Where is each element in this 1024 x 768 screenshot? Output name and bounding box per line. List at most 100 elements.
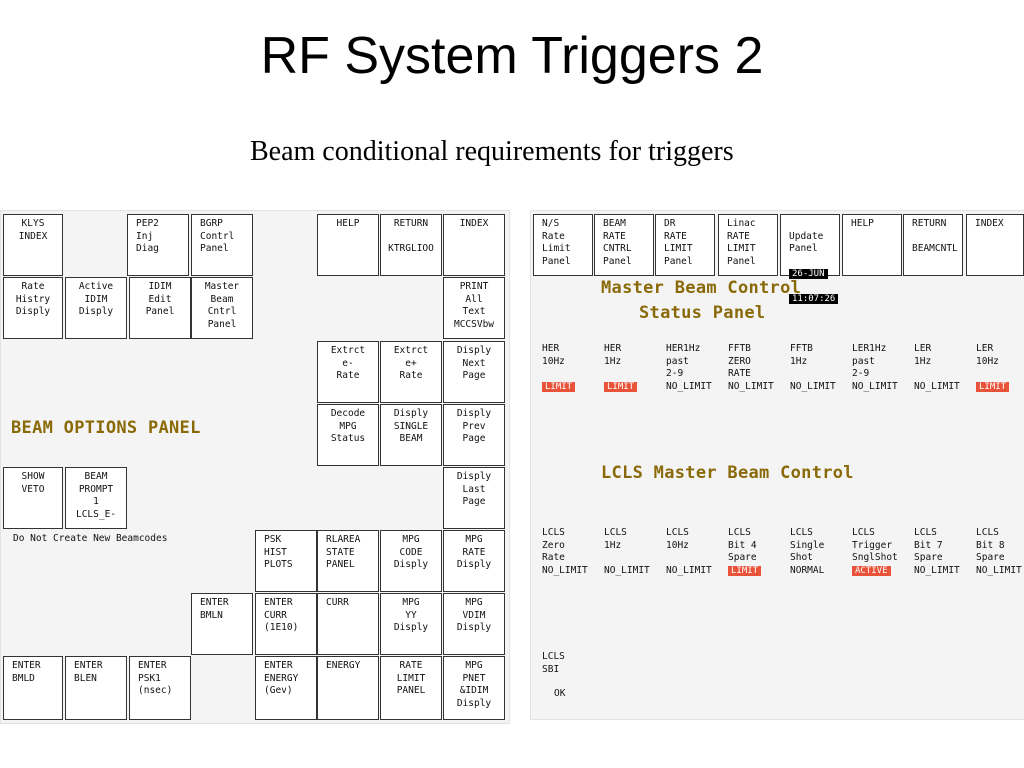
help-button[interactable]: HELP — [317, 214, 379, 276]
rate-limit-panel-button[interactable]: RATE LIMIT PANEL — [380, 656, 442, 720]
display-prev-page-button[interactable]: Disply Prev Page — [443, 404, 505, 466]
master-status-label: FFTB 1Hz — [790, 343, 813, 367]
psk-hist-plots-button[interactable]: PSK HIST PLOTS — [255, 530, 317, 592]
master-beam-control-heading: Master Beam Control — [601, 278, 802, 298]
decode-mpg-status-button[interactable]: Decode MPG Status — [317, 404, 379, 466]
mpg-yy-display-button[interactable]: MPG YY Disply — [380, 593, 442, 655]
dr-rate-limit-button[interactable]: DR RATE LIMIT Panel — [655, 214, 715, 276]
enter-curr-button[interactable]: ENTER CURR (1E10) — [255, 593, 317, 655]
status-badge: ACTIVE — [852, 566, 891, 576]
lcls-status-label: LCLS Zero Rate — [542, 527, 565, 563]
status-badge: LIMIT — [542, 382, 576, 392]
lcls-status-value: NO_LIMIT — [666, 565, 712, 576]
master-status-label: HER 1Hz — [604, 343, 622, 367]
enter-blen-button[interactable]: ENTER BLEN — [65, 656, 127, 720]
master-status-label: LER 1Hz — [914, 343, 932, 367]
lcls-status-value: ACTIVE — [852, 565, 914, 578]
lcls-status-label: LCLS Trigger SnglShot — [852, 527, 898, 563]
lcls-status-label: LCLS Bit 4 Spare — [728, 527, 757, 563]
lcls-master-beam-control-heading: LCLS Master Beam Control — [601, 463, 854, 483]
rlarea-state-panel-button[interactable]: RLAREA STATE PANEL — [317, 530, 379, 592]
no-create-beamcodes-text: Do Not Create New Beamcodes — [13, 533, 168, 544]
lcls-sbi-status: OK — [554, 688, 566, 699]
enter-energy-button[interactable]: ENTER ENERGY (Gev) — [255, 656, 317, 720]
bgrp-contrl-panel-button[interactable]: BGRP Contrl Panel — [191, 214, 253, 276]
show-veto-button[interactable]: SHOW VETO — [3, 467, 63, 529]
master-status-value: LIMIT — [542, 381, 604, 394]
lcls-sbi-label: LCLS SBI — [542, 651, 565, 675]
beam-options-panel: KLYS INDEX PEP2 Inj Diag BGRP Contrl Pan… — [0, 210, 510, 724]
lcls-status-value: NO_LIMIT — [542, 565, 588, 576]
master-beam-control-panel: N/S Rate Limit Panel BEAM RATE CNTRL Pan… — [530, 210, 1024, 720]
slide-title: RF System Triggers 2 — [260, 27, 764, 85]
pep2-inj-diag-button[interactable]: PEP2 Inj Diag — [127, 214, 189, 276]
lcls-status-value: NO_LIMIT — [914, 565, 960, 576]
active-idim-display-button[interactable]: Active IDIM Disply — [65, 277, 127, 339]
master-status-value: NO_LIMIT — [728, 381, 774, 392]
lcls-status-value: NO_LIMIT — [604, 565, 650, 576]
mpg-vdim-display-button[interactable]: MPG VDIM Disply — [443, 593, 505, 655]
update-panel-button[interactable]: Update Panel 26-JUN 11:07:26 — [780, 214, 840, 304]
status-panel-heading: Status Panel — [639, 303, 766, 323]
mpg-rate-display-button[interactable]: MPG RATE Disply — [443, 530, 505, 592]
index-button[interactable]: INDEX — [443, 214, 505, 276]
return-button[interactable]: RETURN KTRGLIOO — [380, 214, 442, 276]
enter-psk1-button[interactable]: ENTER PSK1 (nsec) — [129, 656, 191, 720]
lcls-status-value: LIMIT — [728, 565, 790, 578]
beam-options-heading: BEAM OPTIONS PANEL — [11, 418, 201, 438]
lcls-status-label: LCLS 1Hz — [604, 527, 627, 551]
enter-bmln-button[interactable]: ENTER BMLN — [191, 593, 253, 655]
linac-rate-limit-button[interactable]: Linac RATE LIMIT Panel — [718, 214, 778, 276]
master-status-value: NO_LIMIT — [790, 381, 836, 392]
beam-rate-control-button[interactable]: BEAM RATE CNTRL Panel — [594, 214, 654, 276]
beam-prompt-button[interactable]: BEAM PROMPT 1 LCLS_E- — [65, 467, 127, 529]
display-last-page-button[interactable]: Disply Last Page — [443, 467, 505, 529]
display-next-page-button[interactable]: Disply Next Page — [443, 341, 505, 403]
subtitle: Beam conditional requirements for trigge… — [250, 136, 734, 167]
master-status-value: NO_LIMIT — [914, 381, 960, 392]
extract-e-minus-rate-button[interactable]: Extrct e- Rate — [317, 341, 379, 403]
master-status-value: NO_LIMIT — [666, 381, 712, 392]
lcls-status-label: LCLS Single Shot — [790, 527, 825, 563]
master-status-label: LER 10Hz — [976, 343, 999, 367]
energy-button[interactable]: ENERGY — [317, 656, 379, 720]
ns-rate-limit-button[interactable]: N/S Rate Limit Panel — [533, 214, 593, 276]
lcls-status-label: LCLS 10Hz — [666, 527, 689, 551]
extract-e-plus-rate-button[interactable]: Extrct e+ Rate — [380, 341, 442, 403]
mpg-code-display-button[interactable]: MPG CODE Disply — [380, 530, 442, 592]
master-status-label: HER 10Hz — [542, 343, 565, 367]
index-button[interactable]: INDEX — [966, 214, 1024, 276]
master-status-value: LIMIT — [976, 381, 1024, 394]
help-button[interactable]: HELP — [842, 214, 902, 276]
lcls-status-value: NORMAL — [790, 565, 825, 576]
print-all-text-button[interactable]: PRINT All Text MCCSVbw — [443, 277, 505, 339]
master-status-value: LIMIT — [604, 381, 666, 394]
enter-bmld-button[interactable]: ENTER BMLD — [3, 656, 63, 720]
display-single-beam-button[interactable]: Disply SINGLE BEAM — [380, 404, 442, 466]
master-status-value: NO_LIMIT — [852, 381, 898, 392]
update-time: 11:07:26 — [789, 294, 839, 304]
idim-edit-panel-button[interactable]: IDIM Edit Panel — [129, 277, 191, 339]
status-badge: LIMIT — [976, 382, 1010, 392]
master-status-label: FFTB ZERO RATE — [728, 343, 751, 379]
master-beam-control-panel-button[interactable]: Master Beam Cntrl Panel — [191, 277, 253, 339]
master-status-label: LER1Hz past 2-9 — [852, 343, 887, 379]
rate-history-display-button[interactable]: Rate Histry Disply — [3, 277, 63, 339]
klys-index-button[interactable]: KLYS INDEX — [3, 214, 63, 276]
return-button[interactable]: RETURN BEAMCNTL — [903, 214, 963, 276]
mpg-pnet-idim-display-button[interactable]: MPG PNET &IDIM Disply — [443, 656, 505, 720]
lcls-status-value: NO_LIMIT — [976, 565, 1022, 576]
curr-button[interactable]: CURR — [317, 593, 379, 655]
